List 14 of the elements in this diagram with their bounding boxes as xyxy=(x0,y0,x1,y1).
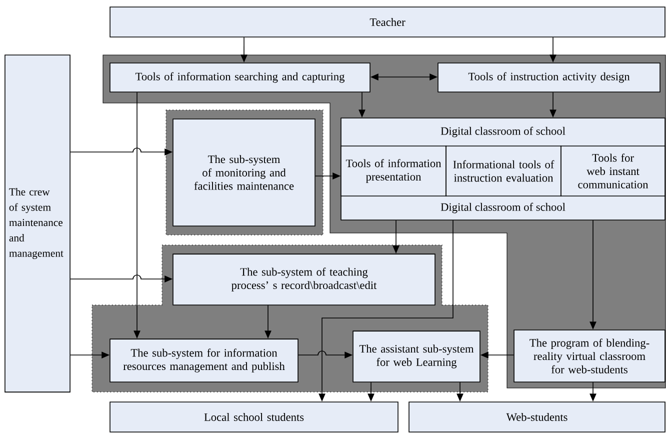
subsystem-box: The sub-system for information resources management and publish xyxy=(110,338,298,382)
program-box: The program of blending-reality virtual classroom for web-students xyxy=(514,330,666,382)
tool-box: Tools of instruction activity design xyxy=(438,62,660,92)
subsystem-box: The sub-system of monitoring and facilities maintenance xyxy=(172,118,316,226)
table-cell: Tools for web instant communication xyxy=(560,146,666,196)
actor-box: Teacher xyxy=(110,6,666,38)
table-cell: Tools of information presentation xyxy=(340,146,446,196)
student-box: Web-students xyxy=(408,402,666,432)
tool-box: Tools of information searching and capturing xyxy=(110,62,370,92)
student-box: Local school students xyxy=(110,402,398,432)
subsystem-box: The sub-system of teaching process’ s record\broadcast\edit xyxy=(172,254,436,306)
table-cell: Informational tools of instruction evaluation xyxy=(446,146,562,196)
subsystem-box: The assistant sub-system for web Learning xyxy=(352,330,480,382)
actor-box: The crew of system maintenance and management xyxy=(4,54,70,392)
